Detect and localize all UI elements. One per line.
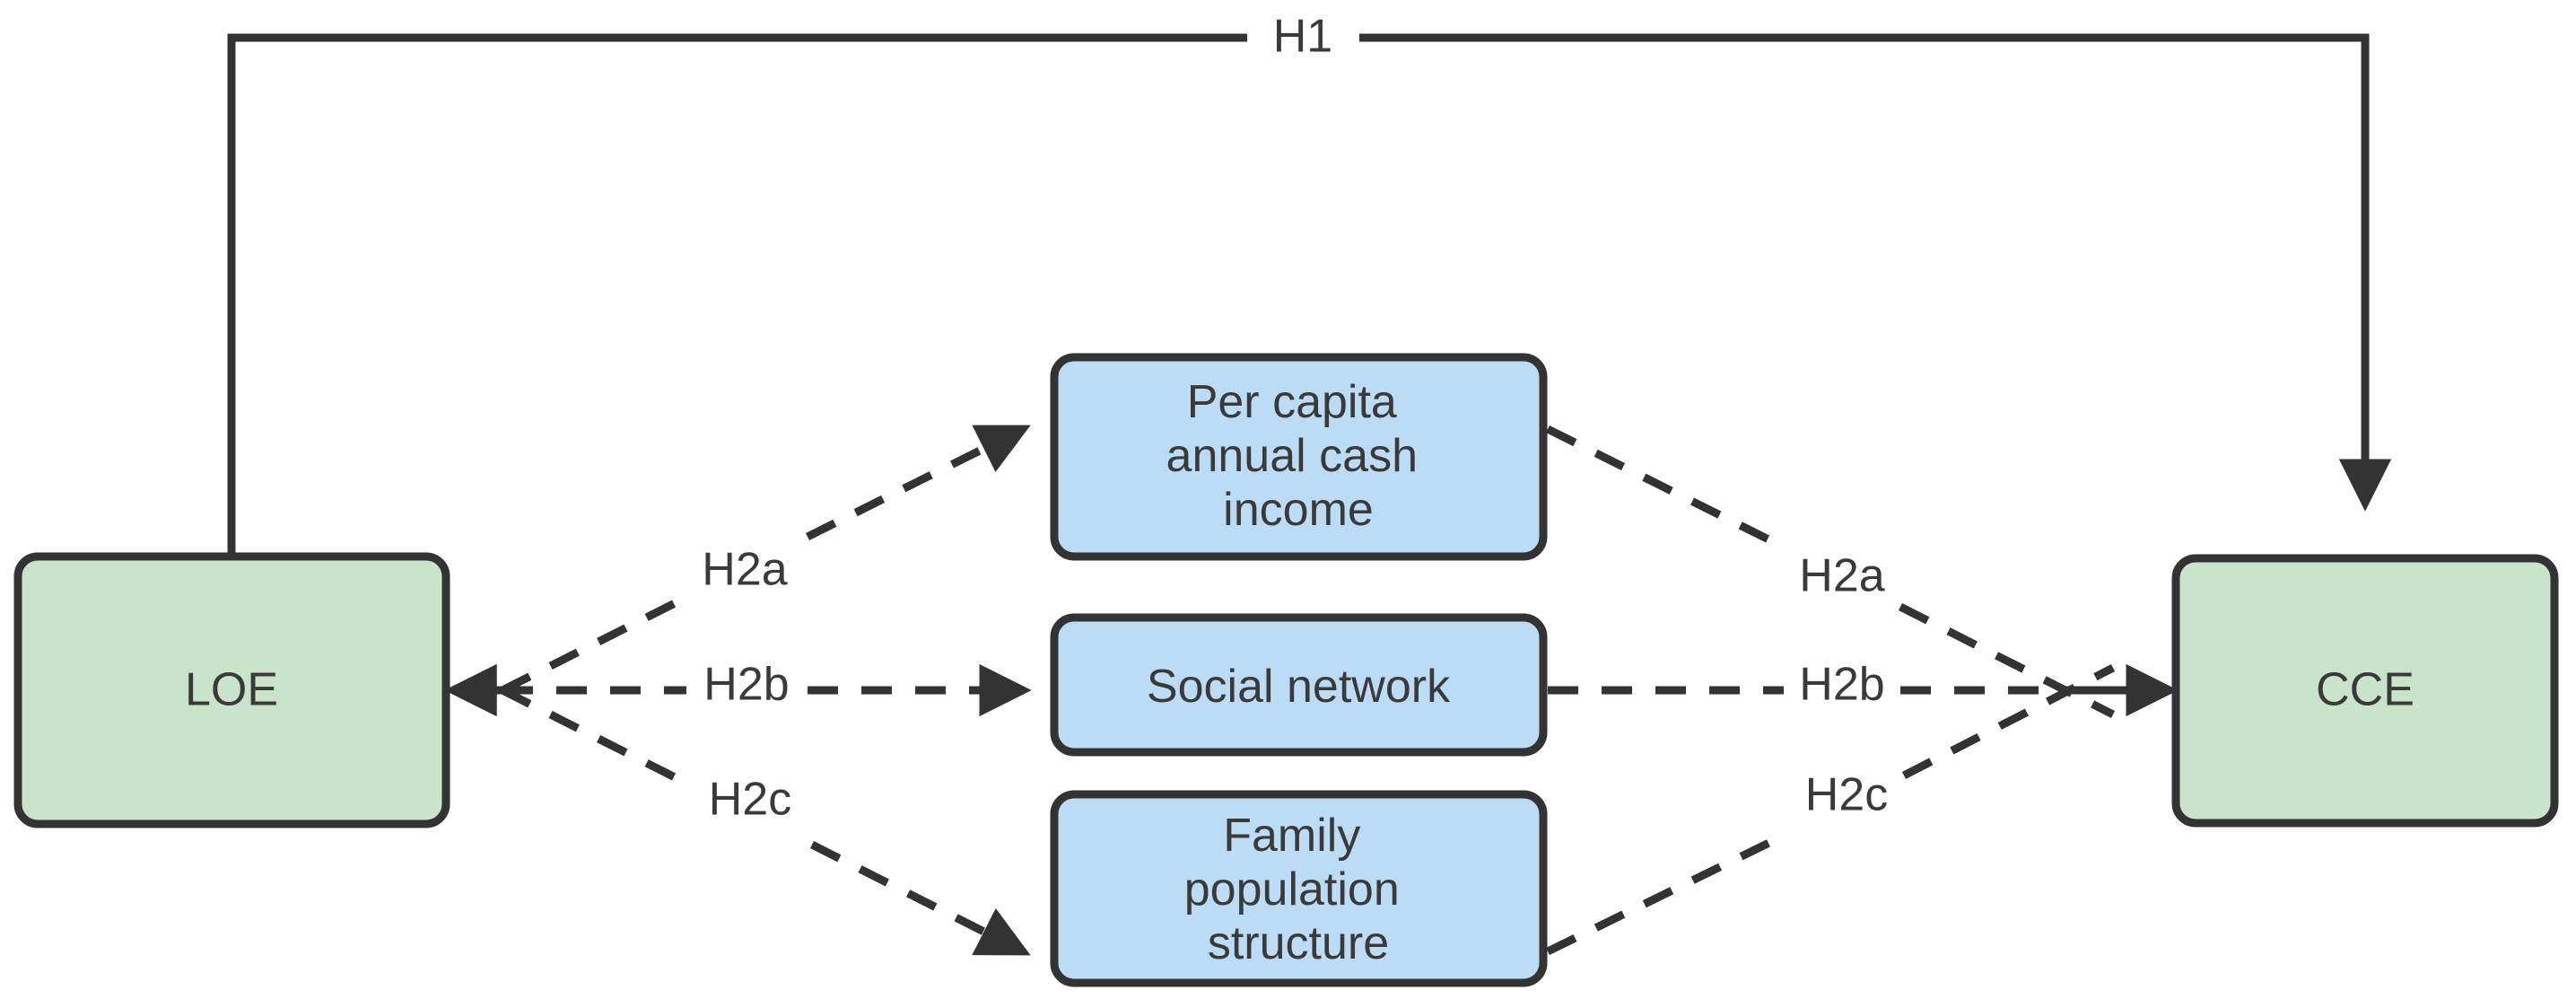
- node-cce[interactable]: CCE: [2171, 554, 2559, 828]
- edge-label-h1: H1: [1273, 11, 1332, 63]
- edge-h2b-left: H2b: [502, 659, 1032, 717]
- edge-h2c-right: H2c: [1546, 663, 2116, 956]
- node-m1-line-3: income: [1223, 484, 1374, 536]
- node-m3-line-3: structure: [1208, 917, 1389, 969]
- node-cce-rect[interactable]: [2171, 554, 2559, 828]
- edge-label-h2a-left: H2a: [702, 544, 787, 596]
- node-loe[interactable]: LOE: [13, 552, 450, 828]
- node-m1-line-2: annual cash: [1166, 430, 1418, 482]
- edge-h2a-left-seg1: [500, 591, 694, 695]
- edge-label-h2a-right: H2a: [1799, 550, 1884, 602]
- edge-h2c-right-seg1: [1546, 830, 1787, 956]
- edge-h2a-right: H2a: [1545, 425, 2116, 719]
- edge-label-h2b-left: H2b: [703, 659, 789, 711]
- node-m2-line-1: Social network: [1147, 661, 1451, 713]
- edge-h1-path: [227, 33, 1247, 556]
- edge-h2a-left-seg2: [805, 425, 1031, 541]
- edge-h2c-left-seg2: [809, 840, 1031, 956]
- edge-h2a-right-seg1: [1545, 425, 1784, 550]
- node-family-population-structure[interactable]: Family population structure: [1050, 790, 1548, 987]
- node-m2-label: Social network: [1147, 661, 1451, 713]
- edge-h1-path-right: [1359, 33, 2392, 512]
- node-cce-label: CCE: [2316, 664, 2414, 716]
- edge-h2c-left: H2c: [500, 686, 1031, 956]
- edge-label-h2c-right: H2c: [1805, 769, 1888, 821]
- node-per-capita-annual-cash-income[interactable]: Per capita annual cash income: [1050, 353, 1548, 561]
- edge-h1: H1: [227, 11, 2392, 556]
- node-m2-rect[interactable]: [1050, 613, 1548, 757]
- edge-h2b-right: H2b: [1548, 659, 2118, 711]
- node-m3-rect[interactable]: [1050, 790, 1548, 987]
- node-m3-label: Family population structure: [1184, 810, 1412, 969]
- edge-h2c-right-seg2: [1901, 663, 2116, 780]
- edge-h2a-left: H2a: [500, 425, 1031, 695]
- node-loe-rect[interactable]: [13, 552, 450, 828]
- node-m3-line-1: Family: [1223, 810, 1360, 862]
- edge-h2c-left-seg1: [500, 686, 695, 791]
- node-m1-line-1: Per capita: [1187, 376, 1397, 428]
- edge-h2a-right-seg2: [1898, 602, 2116, 719]
- edge-label-h2b-right: H2b: [1799, 659, 1884, 711]
- edge-label-h2c-left: H2c: [709, 774, 791, 826]
- node-m1-label: Per capita annual cash income: [1166, 376, 1431, 536]
- node-social-network[interactable]: Social network: [1050, 613, 1548, 757]
- node-m1-rect[interactable]: [1050, 353, 1548, 561]
- node-loe-label: LOE: [185, 664, 278, 716]
- node-m3-line-2: population: [1184, 863, 1400, 916]
